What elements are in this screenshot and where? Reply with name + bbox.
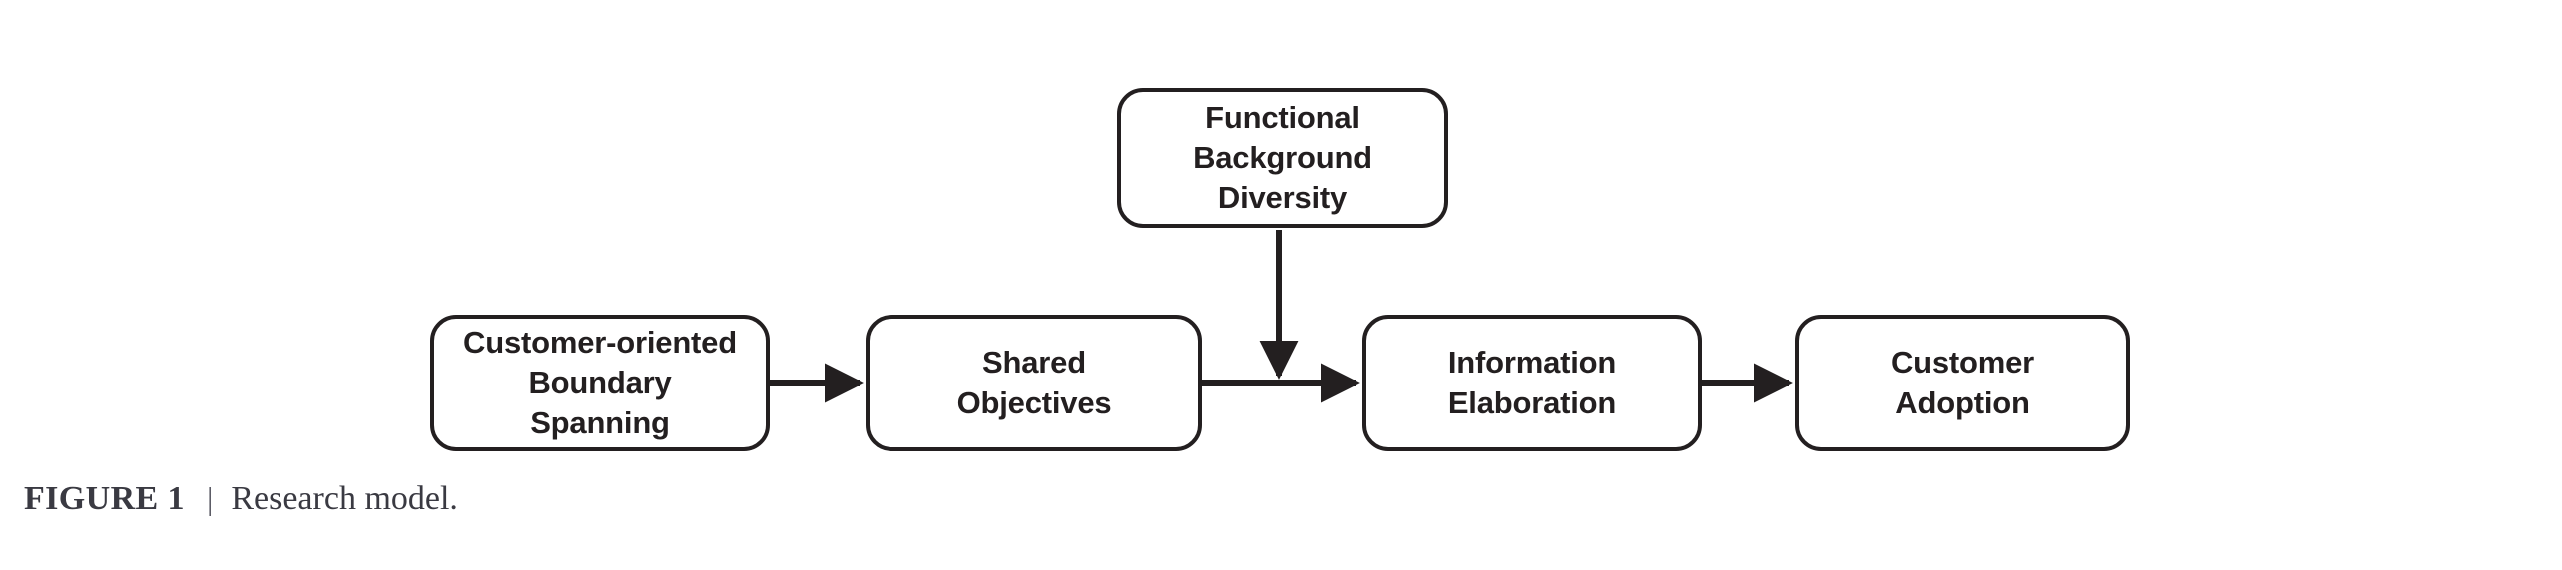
- diagram-connectors: [770, 230, 1793, 403]
- node-customer-oriented-boundary-spanning[interactable]: Customer-oriented Boundary Spanning: [430, 315, 770, 451]
- node-label: Customer-oriented Boundary Spanning: [463, 325, 737, 440]
- node-label: Customer Adoption: [1890, 345, 2035, 420]
- node-shared-objectives[interactable]: Shared Objectives: [866, 315, 1202, 451]
- figure-caption-label: FIGURE 1: [24, 480, 185, 517]
- node-information-elaboration[interactable]: Information Elaboration: [1362, 315, 1702, 451]
- node-label: Shared Objectives: [956, 345, 1112, 420]
- figure-caption-separator: |: [206, 480, 214, 516]
- node-label: Information Elaboration: [1447, 345, 1617, 420]
- figure-caption-text: Research model.: [231, 480, 458, 517]
- node-customer-adoption[interactable]: Customer Adoption: [1795, 315, 2130, 451]
- research-model-diagram: Customer-oriented Boundary Spanning Shar…: [430, 88, 2130, 451]
- node-label: Functional Background Diversity: [1193, 100, 1372, 215]
- node-functional-background-diversity[interactable]: Functional Background Diversity: [1117, 88, 1448, 228]
- figure-caption: FIGURE 1 | Research model.: [24, 480, 458, 518]
